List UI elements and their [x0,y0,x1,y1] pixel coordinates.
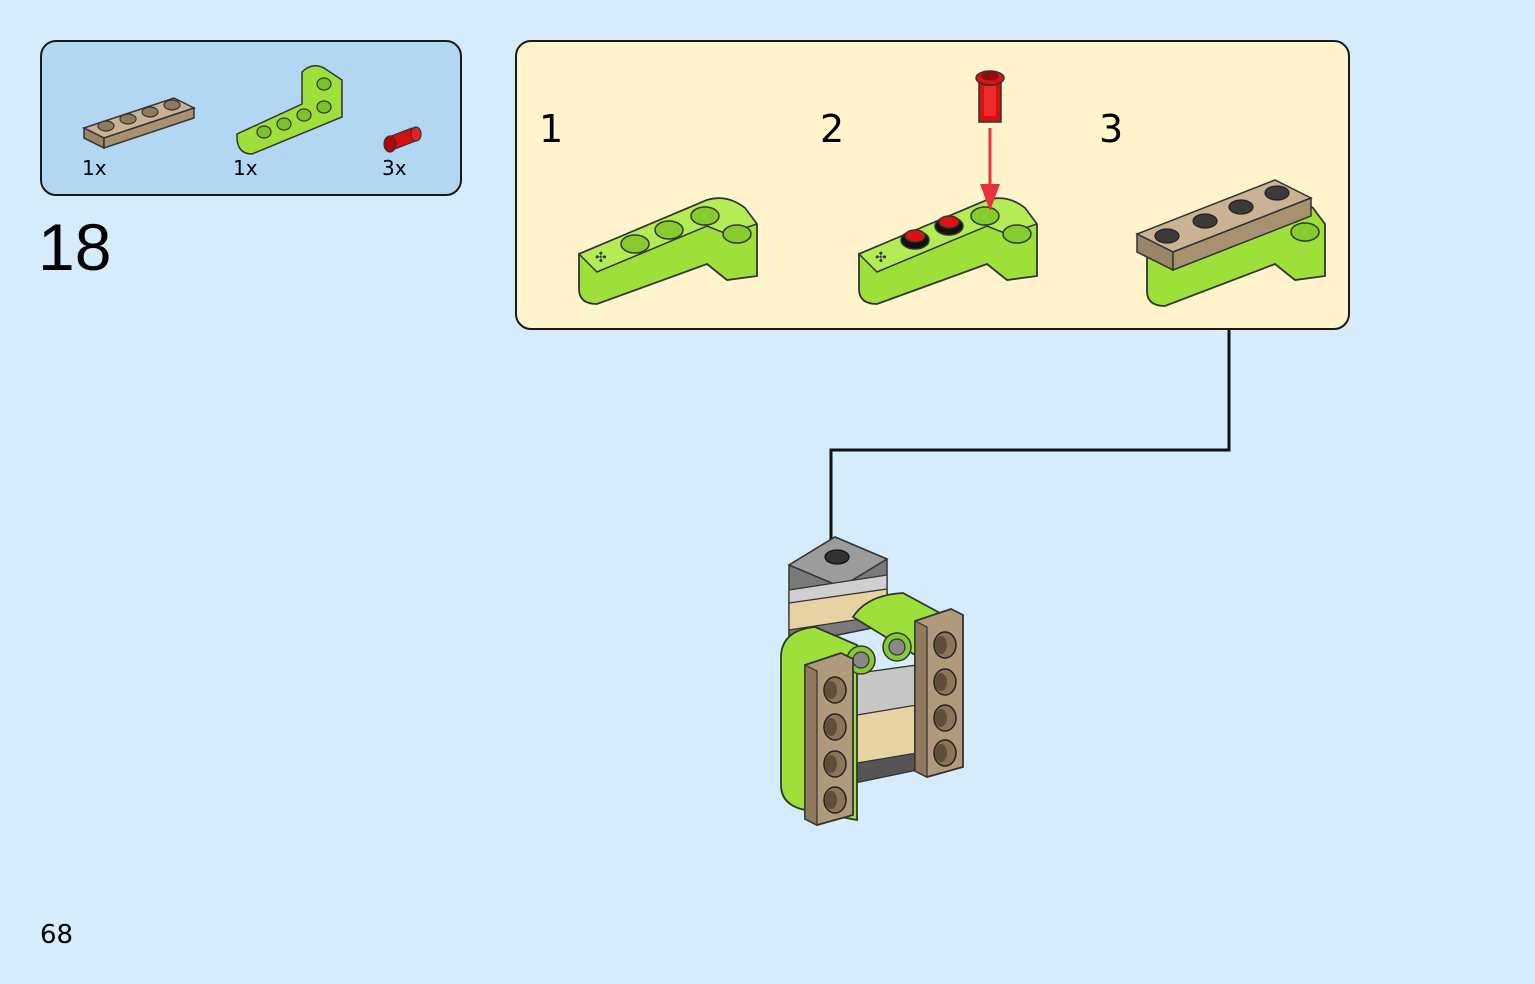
tan-plate-icon [82,97,196,150]
page-number: 68 [40,920,74,950]
red-pin-icon [383,126,422,153]
lime-l-beam-illustration: ✣ [577,197,759,305]
svg-text:✣: ✣ [595,250,607,266]
parts-list-box: 1x 1x 3x [40,40,462,196]
substep-number: 1 [539,107,564,151]
substep-number: 3 [1099,107,1124,151]
lime-beam-with-pins-illustration: ✣ [857,197,1039,305]
subassembly-box: 1 2 3 ✣ ✣ [515,40,1350,330]
part-qty: 3x [382,156,407,180]
main-model-illustration [780,536,964,826]
part-qty: 1x [233,156,258,180]
beam-with-tan-plate-illustration [1135,179,1326,307]
part-qty: 1x [82,156,107,180]
substep-number: 2 [820,107,845,151]
lime-l-beam-icon [236,65,343,155]
step-number: 18 [38,210,112,284]
red-pin-insert-illustration [975,70,1005,211]
svg-text:✣: ✣ [875,250,887,266]
